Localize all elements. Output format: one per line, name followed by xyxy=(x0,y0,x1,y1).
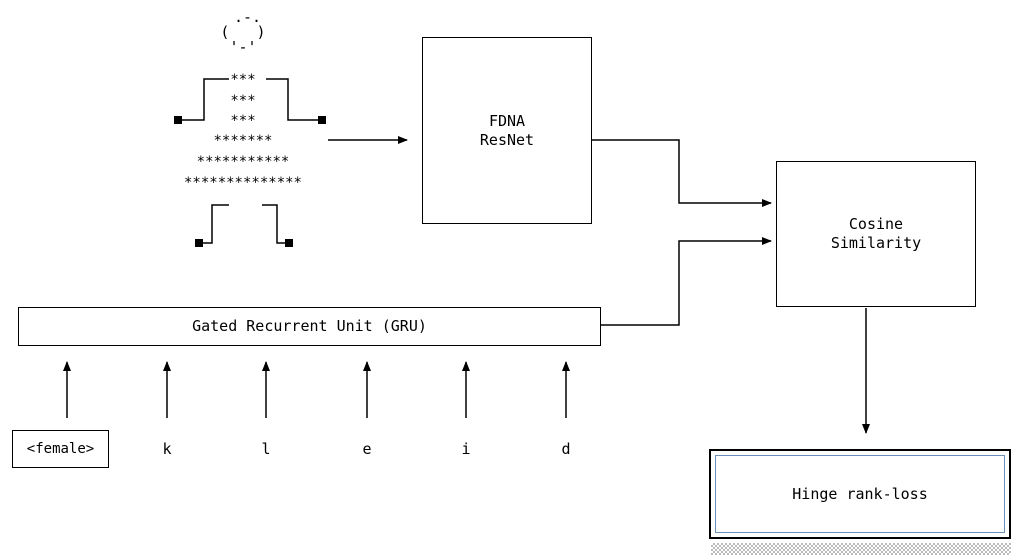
figure-body-row-3: *** xyxy=(143,113,343,129)
hinge-shadow xyxy=(711,543,1011,555)
gru-label: Gated Recurrent Unit (GRU) xyxy=(192,317,427,336)
token-e: e xyxy=(352,440,382,458)
token-l: l xyxy=(251,440,281,458)
resnet-label: FDNA ResNet xyxy=(480,112,534,150)
figure-body-row-1: *** xyxy=(143,72,343,88)
figure-body-row-6: ************** xyxy=(143,175,343,191)
hinge-loss-label: Hinge rank-loss xyxy=(792,485,927,503)
hinge-loss-box: Hinge rank-loss xyxy=(709,449,1011,539)
resnet-box: FDNA ResNet xyxy=(422,37,592,224)
token-female-box: <female> xyxy=(12,430,109,468)
figure-body-row-5: *********** xyxy=(143,154,343,170)
hinge-loss-inner: Hinge rank-loss xyxy=(715,455,1005,533)
cosine-similarity-box: Cosine Similarity xyxy=(776,161,976,307)
cosine-similarity-label: Cosine Similarity xyxy=(831,215,921,253)
token-k: k xyxy=(152,440,182,458)
arrow-resnet-to-cosine xyxy=(591,140,771,203)
token-d: d xyxy=(551,440,581,458)
token-arrows xyxy=(67,362,566,418)
figure-head: .-. ( ) '-' xyxy=(143,10,343,55)
token-i: i xyxy=(451,440,481,458)
gru-box: Gated Recurrent Unit (GRU) xyxy=(18,307,601,346)
token-female: <female> xyxy=(27,441,94,457)
figure-body-row-4: ******* xyxy=(143,133,343,149)
arrow-gru-to-cosine xyxy=(600,241,771,325)
figure-body-row-2: *** xyxy=(143,93,343,109)
